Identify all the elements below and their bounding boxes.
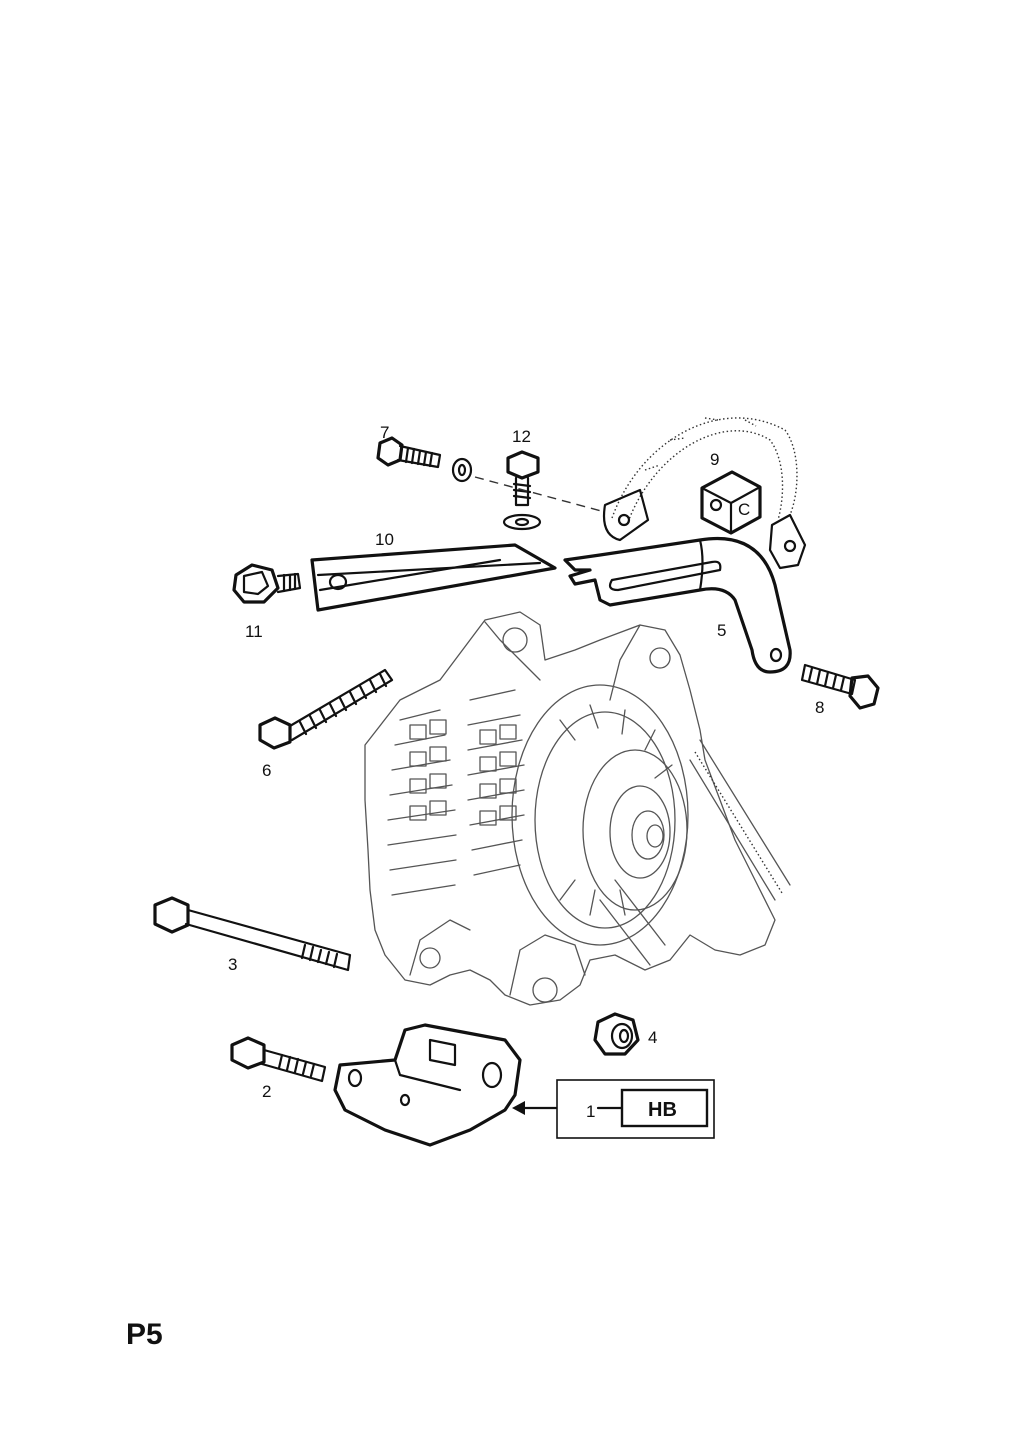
callout-1: 1 xyxy=(586,1102,595,1121)
alternator xyxy=(364,611,791,1006)
callout-4: 4 xyxy=(648,1028,657,1047)
part-8-bolt xyxy=(800,663,880,710)
part-4-nut xyxy=(593,1012,640,1056)
part-10-bracket xyxy=(310,543,557,612)
callout-11: 11 xyxy=(245,622,263,641)
part-1-bracket xyxy=(333,1023,522,1147)
callout-10: 10 xyxy=(375,530,394,549)
part-3-bolt xyxy=(153,896,352,972)
ground-strap xyxy=(602,417,807,570)
callout-5: 5 xyxy=(717,621,726,640)
washer-7 xyxy=(451,457,473,483)
callout-7: 7 xyxy=(380,423,389,442)
code-label: HB xyxy=(648,1099,677,1121)
callout-9: 9 xyxy=(710,450,719,469)
part-2-bolt xyxy=(230,1036,327,1083)
page-label: P5 xyxy=(126,1318,163,1351)
part-5-bracket xyxy=(563,536,792,674)
part-7-bolt xyxy=(376,436,442,469)
callout-2: 2 xyxy=(262,1082,271,1101)
callout-6: 6 xyxy=(262,761,271,780)
part-11-bolt xyxy=(232,563,302,604)
assembly-line xyxy=(474,476,606,513)
callout-12: 12 xyxy=(512,427,531,446)
part-12-bolt xyxy=(502,450,542,531)
part-6-bolt xyxy=(258,668,394,750)
code-box: HB xyxy=(556,1079,715,1139)
callout-8: 8 xyxy=(815,698,824,717)
part-9-cube: C xyxy=(700,470,762,535)
cube-letter: C xyxy=(738,500,750,519)
callout-3: 3 xyxy=(228,955,237,974)
